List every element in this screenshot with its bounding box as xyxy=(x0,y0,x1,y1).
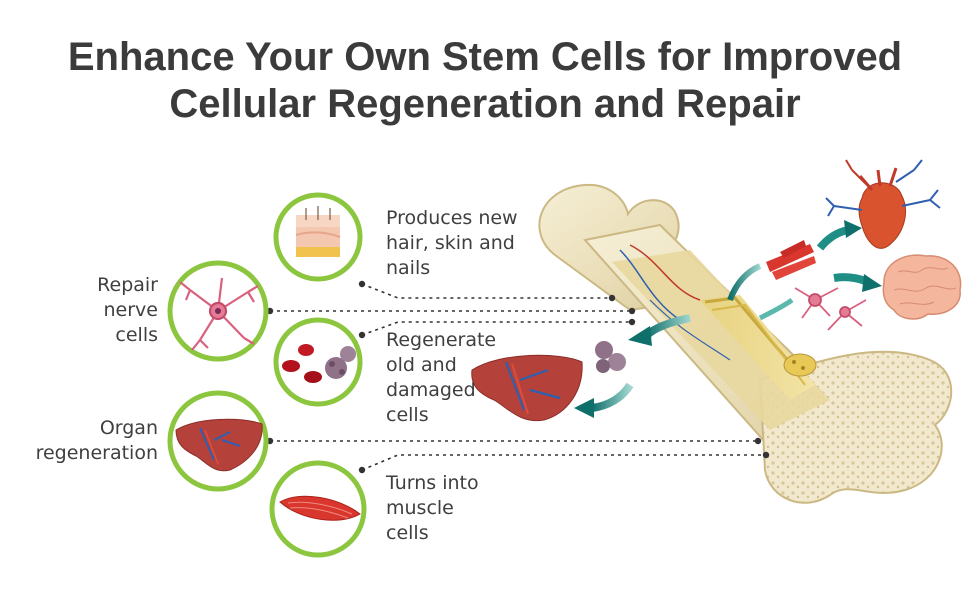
connector-muscle-cells xyxy=(361,454,766,471)
nerve-cell-icon xyxy=(179,277,259,351)
label-line: Repair xyxy=(97,274,158,296)
arrow-to-muscle xyxy=(727,263,762,302)
label-line: cells xyxy=(386,522,429,544)
label-line: regeneration xyxy=(35,442,158,464)
label-hair-skin-nails: Produces new hair, skin and nails xyxy=(386,206,518,281)
nerve-cell-icon xyxy=(794,287,867,331)
arrow-to-nerve xyxy=(758,297,794,321)
arrow-to-cells xyxy=(628,314,691,346)
connector-dots xyxy=(266,280,770,474)
title-line-2: Cellular Regeneration and Repair xyxy=(169,82,801,126)
liver-icon xyxy=(471,354,583,422)
label-line: damaged xyxy=(386,379,476,401)
label-line: Organ xyxy=(99,417,158,439)
label-line: cells xyxy=(115,324,158,346)
skin-layers-icon xyxy=(295,206,341,257)
label-line: cells xyxy=(386,404,429,426)
label-line: Produces new xyxy=(386,207,518,229)
blood-cells-icon xyxy=(282,344,356,383)
label-line: hair, skin and xyxy=(386,232,515,254)
label-line: nails xyxy=(386,257,431,279)
liver-icon xyxy=(175,418,263,472)
connector-lines xyxy=(270,283,766,471)
label-line: Turns into xyxy=(386,472,479,494)
muscle-fiber-icon xyxy=(766,240,816,280)
label-nerve-cells: Repair nerve cells xyxy=(97,273,158,348)
muscle-fiber-icon xyxy=(279,495,361,521)
brain-icon xyxy=(882,254,962,320)
label-organ-regeneration: Organ regeneration xyxy=(36,416,158,466)
arrow-to-brain xyxy=(833,273,882,292)
label-line: nerve xyxy=(103,299,158,321)
label-line: old and xyxy=(386,354,457,376)
label-line: Regenerate xyxy=(386,329,497,351)
title-line-1: Enhance Your Own Stem Cells for Improved xyxy=(67,35,903,79)
arrow-to-heart xyxy=(816,220,862,251)
circle-old-damaged-cells xyxy=(273,317,363,407)
bone-icon xyxy=(538,183,953,504)
heart-icon xyxy=(825,159,941,249)
label-old-damaged-cells: Regenerate old and damaged cells xyxy=(386,328,496,428)
label-muscle-cells: Turns into muscle cells xyxy=(386,471,479,546)
label-line: muscle xyxy=(386,497,454,519)
arrow-to-liver xyxy=(574,382,634,418)
blood-cells-icon xyxy=(595,341,626,373)
page-title: Enhance Your Own Stem Cells for Improved… xyxy=(0,34,970,128)
connector-hair-skin-nails xyxy=(361,283,612,299)
